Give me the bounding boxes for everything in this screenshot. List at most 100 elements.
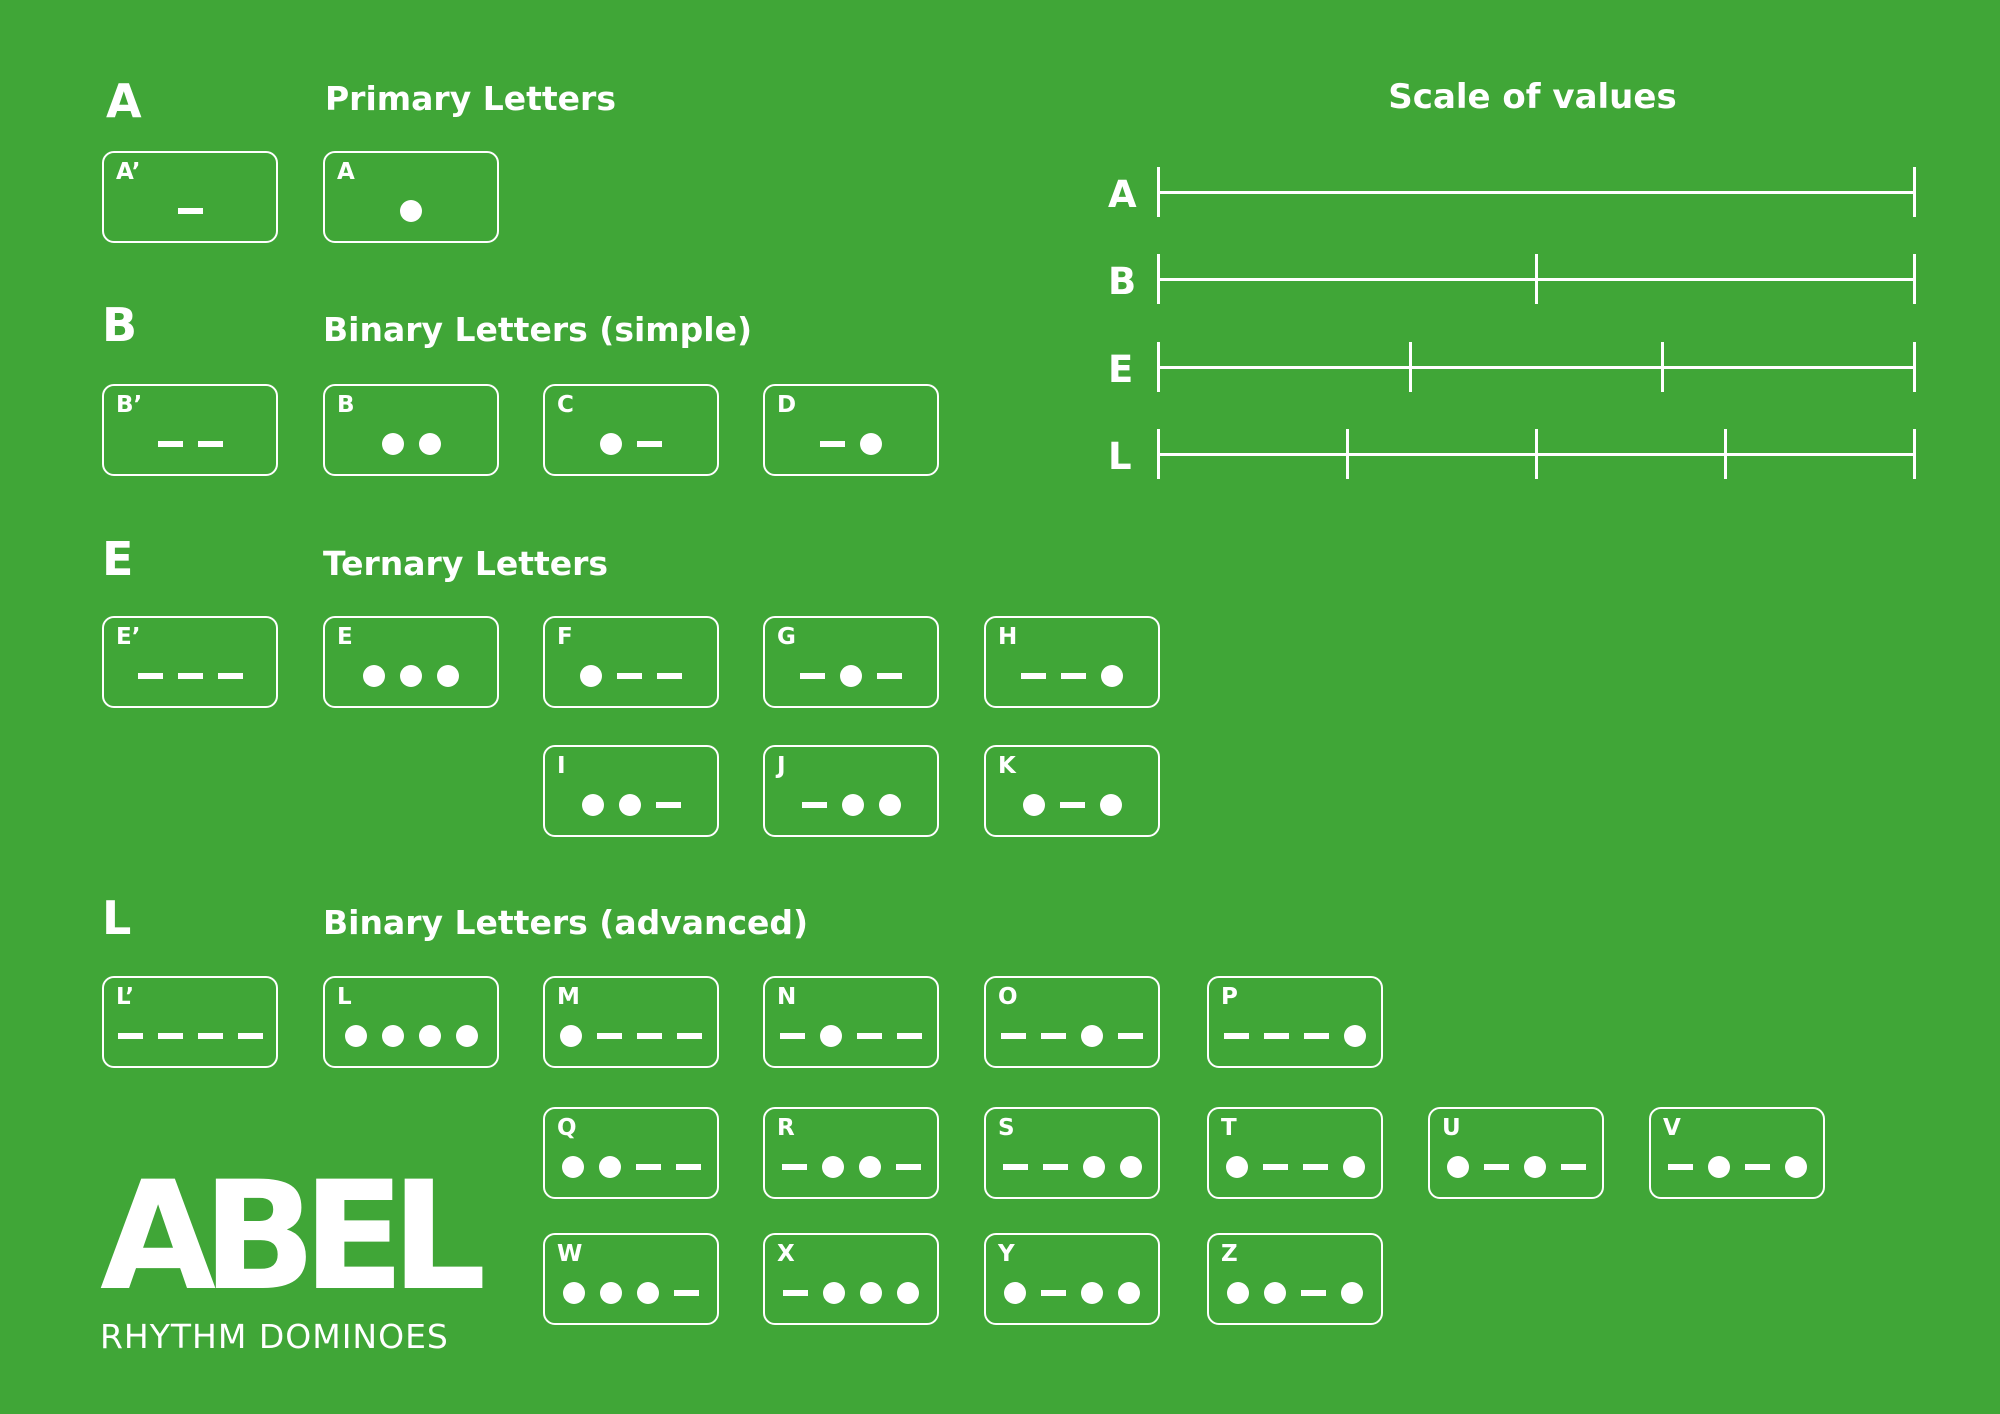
dash-beat-icon: [157, 1033, 183, 1039]
domino-k: K: [984, 745, 1160, 837]
domino-label: E’: [116, 624, 141, 650]
circle-beat-icon: [418, 433, 441, 455]
domino-label: K: [998, 753, 1016, 779]
dash-beat-icon: [1041, 1033, 1066, 1039]
beat-pattern: [545, 432, 717, 456]
domino-e: E: [323, 616, 499, 708]
circle-beat-icon: [400, 665, 422, 687]
circle-beat-icon: [344, 1025, 367, 1047]
circle-beat-icon: [823, 1282, 845, 1304]
dash-beat-icon: [895, 1164, 921, 1170]
dash-beat-icon: [655, 802, 681, 808]
dash-beat-icon: [1002, 1164, 1028, 1170]
circle-beat-icon: [381, 1025, 404, 1047]
dash-beat-icon: [1304, 1033, 1329, 1039]
domino-a-prime: A’: [102, 151, 278, 243]
beat-pattern: [765, 1155, 937, 1179]
dash-beat-icon: [217, 673, 243, 679]
circle-beat-icon: [363, 665, 385, 687]
circle-beat-icon: [1099, 794, 1122, 816]
domino-label: O: [998, 984, 1018, 1010]
domino-label: L: [337, 984, 352, 1010]
domino-r: R: [763, 1107, 939, 1199]
circle-beat-icon: [1784, 1156, 1807, 1178]
circle-beat-icon: [1227, 1282, 1249, 1304]
beat-pattern: [765, 793, 937, 817]
beat-pattern: [1651, 1155, 1823, 1179]
domino-i: I: [543, 745, 719, 837]
domino-label: E: [337, 624, 353, 650]
beat-pattern: [986, 1281, 1158, 1305]
dash-beat-icon: [177, 208, 203, 214]
dash-beat-icon: [157, 441, 183, 447]
dash-beat-icon: [197, 441, 223, 447]
scale-tick: [1912, 429, 1916, 479]
domino-c: C: [543, 384, 719, 476]
circle-beat-icon: [1225, 1156, 1248, 1178]
domino-label: P: [1221, 984, 1238, 1010]
beat-pattern: [1430, 1155, 1602, 1179]
domino-label: T: [1221, 1115, 1237, 1141]
circle-beat-icon: [1523, 1156, 1546, 1178]
domino-l: L: [323, 976, 499, 1068]
section-letter-a: A: [106, 74, 142, 128]
dash-beat-icon: [675, 1164, 701, 1170]
scale-tick: [1912, 254, 1916, 304]
circle-beat-icon: [860, 433, 882, 455]
domino-l-prime: L’: [102, 976, 278, 1068]
circle-beat-icon: [598, 1156, 621, 1178]
domino-label: H: [998, 624, 1018, 650]
domino-v: V: [1649, 1107, 1825, 1199]
dash-beat-icon: [1001, 1033, 1026, 1039]
domino-label: W: [557, 1241, 583, 1267]
domino-m: M: [543, 976, 719, 1068]
domino-label: Y: [998, 1241, 1015, 1267]
domino-label: A: [337, 159, 355, 185]
domino-label: S: [998, 1115, 1015, 1141]
beat-pattern: [765, 1281, 937, 1305]
scale-tick: [1534, 429, 1538, 479]
dash-beat-icon: [1021, 673, 1046, 679]
circle-beat-icon: [1101, 665, 1123, 687]
beat-pattern: [986, 1155, 1158, 1179]
circle-beat-icon: [1022, 794, 1045, 816]
domino-label: N: [777, 984, 797, 1010]
domino-q: Q: [543, 1107, 719, 1199]
beat-pattern: [325, 664, 497, 688]
section-title-primary: Primary Letters: [325, 79, 616, 118]
domino-g: G: [763, 616, 939, 708]
scale-tick: [1156, 254, 1160, 304]
domino-label: F: [557, 624, 573, 650]
section-title-binary-simple: Binary Letters (simple): [323, 310, 753, 349]
circle-beat-icon: [561, 1156, 584, 1178]
circle-beat-icon: [1119, 1156, 1142, 1178]
dash-beat-icon: [637, 441, 662, 447]
dash-beat-icon: [1744, 1164, 1770, 1170]
circle-beat-icon: [1707, 1156, 1730, 1178]
domino-label: X: [777, 1241, 795, 1267]
scale-label-b: B: [1108, 260, 1137, 303]
circle-beat-icon: [455, 1025, 478, 1047]
circle-beat-icon: [381, 433, 404, 455]
domino-label: V: [1663, 1115, 1681, 1141]
circle-beat-icon: [820, 1025, 842, 1047]
domino-label: L’: [116, 984, 135, 1010]
circle-beat-icon: [841, 794, 864, 816]
scale-tick: [1156, 342, 1160, 392]
scale-tick: [1912, 342, 1916, 392]
beat-pattern: [986, 664, 1158, 688]
domino-label: D: [777, 392, 797, 418]
beat-pattern: [104, 199, 276, 223]
domino-w: W: [543, 1233, 719, 1325]
beat-pattern: [104, 432, 276, 456]
beat-pattern: [545, 1024, 717, 1048]
dash-beat-icon: [617, 673, 642, 679]
dash-beat-icon: [1118, 1033, 1143, 1039]
circle-beat-icon: [1342, 1156, 1365, 1178]
circle-beat-icon: [581, 794, 604, 816]
beat-pattern: [325, 1024, 497, 1048]
circle-beat-icon: [600, 433, 622, 455]
beat-pattern: [765, 664, 937, 688]
scale-tick: [1156, 429, 1160, 479]
dash-beat-icon: [597, 1033, 622, 1039]
